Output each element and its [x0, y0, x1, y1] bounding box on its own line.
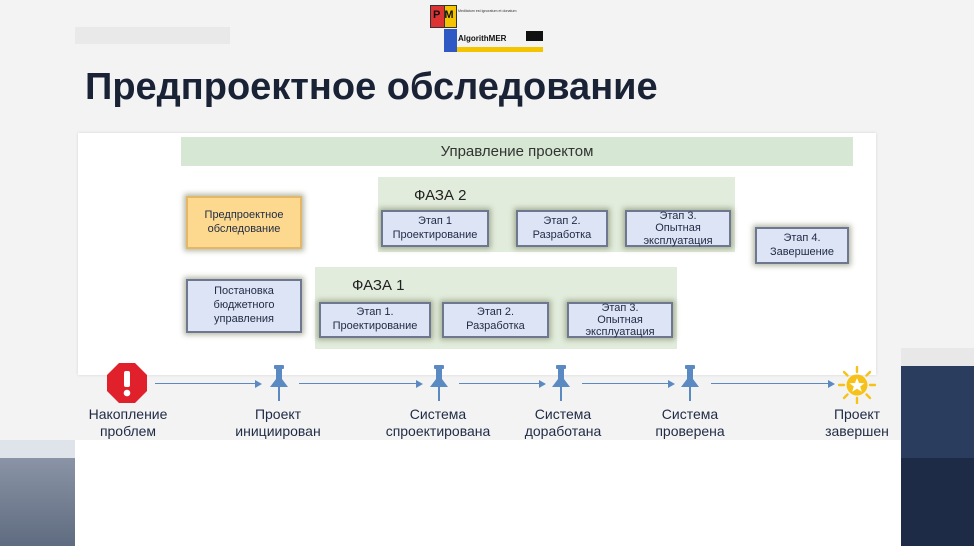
pushpin-icon [552, 365, 570, 401]
slide-bottom-area [75, 440, 901, 546]
star-badge-icon [838, 366, 876, 404]
stage4-box: Этап 4. Завершение [755, 227, 849, 264]
header-accent-bar [75, 27, 230, 44]
warning-octagon-icon [107, 363, 147, 403]
phase1-stage2-box: Этап 2. Разработка [442, 302, 549, 338]
company-logo: PM Meditatum est ignoratum et donatum Al… [430, 5, 543, 52]
timeline-arrowhead [539, 380, 546, 388]
logo-name: AlgorithMER [458, 34, 507, 43]
left-decor-block [0, 458, 75, 546]
phase1-stage3-box: Этап 3. Опытная эксплуатация [567, 302, 673, 338]
pushpin-icon [681, 365, 699, 401]
milestone-label: Система спроектирована [385, 406, 491, 439]
milestone-label: Проект завершен [825, 406, 889, 439]
right-decor-strip [901, 348, 974, 368]
right-decor-block-top [901, 366, 974, 458]
management-bar: Управление проектом [181, 137, 853, 166]
budget-box: Постановка бюджетного управления [186, 279, 302, 333]
timeline-arrow [459, 383, 539, 384]
timeline-arrowhead [255, 380, 262, 388]
timeline-arrow [299, 383, 416, 384]
phase1-label: ФАЗА 1 [352, 277, 405, 294]
phase2-label: ФАЗА 2 [414, 187, 467, 204]
timeline-arrow [711, 383, 828, 384]
timeline-arrow [155, 383, 255, 384]
milestone-label: Накопление проблем [88, 406, 168, 439]
timeline-arrowhead [668, 380, 675, 388]
pushpin-icon [430, 365, 448, 401]
timeline-arrow [582, 383, 668, 384]
pre-survey-box: Предпроектное обследование [186, 196, 302, 249]
milestone-label: Проект инициирован [235, 406, 321, 439]
phase2-stage2-box: Этап 2. Разработка [516, 210, 608, 247]
timeline-arrowhead [828, 380, 835, 388]
milestone-label: Система проверена [655, 406, 725, 439]
logo-abbrev: PM [433, 9, 458, 21]
pushpin-icon [270, 365, 288, 401]
logo-tagline: Meditatum est ignoratum et donatum [458, 9, 517, 13]
right-decor-block-bottom [901, 458, 974, 546]
timeline-arrowhead [416, 380, 423, 388]
phase1-stage1-box: Этап 1. Проектирование [319, 302, 431, 338]
phase2-stage3-box: Этап 3. Опытная эксплуатация [625, 210, 731, 247]
page-title: Предпроектное обследование [85, 66, 658, 108]
phase2-stage1-box: Этап 1 Проектирование [381, 210, 489, 247]
milestone-label: Система доработана [524, 406, 602, 439]
